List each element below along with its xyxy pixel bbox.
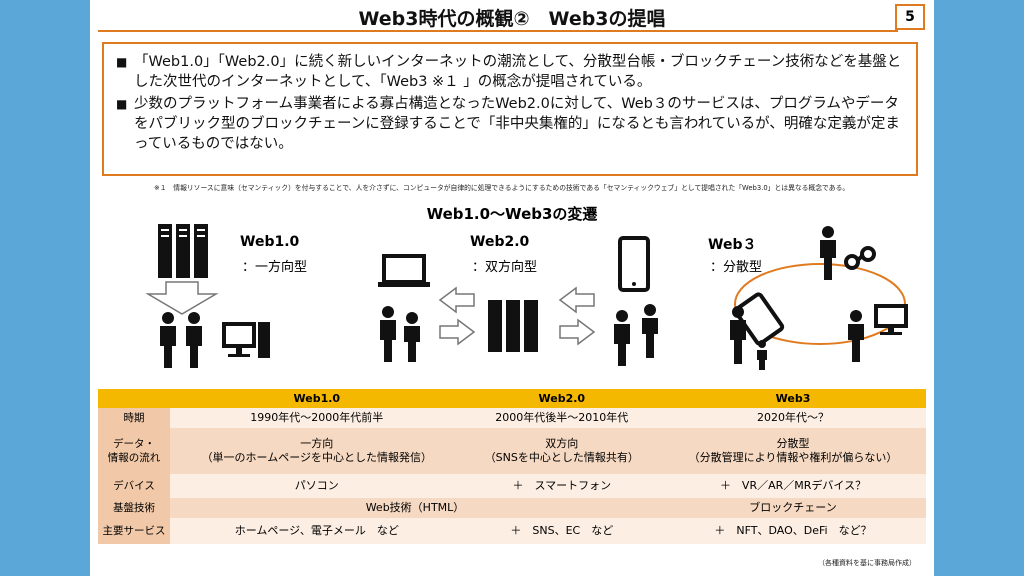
footnote: ※１ 情報リソースに意味（セマンティック）を付与することで、人を介さずに、コンピ… bbox=[154, 184, 850, 192]
table-cell: ＋ スマートフォン bbox=[463, 474, 661, 498]
web1-desc: ：一方向型 bbox=[242, 260, 308, 275]
table-cell: 双方向（SNSを中心とした情報共有） bbox=[463, 428, 661, 474]
cell-main: 分散型 bbox=[776, 437, 810, 450]
bullet-text: 少数のプラットフォーム事業者による寡占構造となったWeb2.0に対して、Web３… bbox=[134, 96, 900, 152]
diagram-graphics bbox=[145, 224, 908, 370]
table-header-cell: Web1.0 bbox=[170, 389, 464, 408]
people-icon bbox=[380, 306, 420, 362]
cell-sub: （分散管理により情報や権利が偏らない） bbox=[688, 451, 898, 464]
desktop-pc-icon bbox=[222, 322, 270, 358]
right-arrow-icon bbox=[439, 318, 476, 346]
summary-box: ■ 「Web1.0」「Web2.0」に続く新しいインターネットの潮流として、分散型… bbox=[102, 42, 918, 176]
square-bullet-icon: ■ bbox=[116, 97, 128, 111]
slide: Web3時代の概観② Web3の提唱 5 ■ 「Web1.0」「Web2.0」に続… bbox=[90, 0, 934, 576]
row-header: 主要サービス bbox=[98, 518, 170, 544]
cell-main: 双方向 bbox=[545, 437, 579, 450]
cell-main: 一方向 bbox=[300, 437, 334, 450]
row-header: 基盤技術 bbox=[98, 498, 170, 518]
person-icon bbox=[848, 310, 864, 362]
table-cell: 2020年代～？ bbox=[660, 408, 926, 428]
right-arrow-icon bbox=[559, 318, 596, 346]
row-header: 時期 bbox=[98, 408, 170, 428]
table-cell: ブロックチェーン bbox=[660, 498, 926, 518]
square-bullet-icon: ■ bbox=[116, 55, 128, 69]
comparison-table: Web1.0 Web2.0 Web3 時期 1990年代～2000年代前半 20… bbox=[98, 389, 926, 544]
web3-desc: ：分散型 bbox=[710, 260, 763, 275]
laptop-icon bbox=[378, 254, 430, 287]
evolution-diagram: Web1.0 ：一方向型 Web2.0 ：双方向型 Web３ ：分散型 bbox=[90, 220, 934, 380]
web3-label: Web３ bbox=[708, 237, 757, 253]
row-header-line: 情報の流れ bbox=[107, 452, 161, 464]
server-icon bbox=[158, 224, 208, 278]
tablet-icon bbox=[733, 292, 785, 346]
source-note: （各種資料を基に事務局作成） bbox=[818, 559, 916, 567]
cell-sub: （単一のホームページを中心とした情報発信） bbox=[201, 451, 433, 464]
person-icon bbox=[820, 226, 836, 280]
web1-label: Web1.0 bbox=[240, 234, 300, 250]
page-title: Web3時代の概観② Web3の提唱 bbox=[358, 8, 666, 30]
table-cell: 一方向（単一のホームページを中心とした情報発信） bbox=[170, 428, 464, 474]
table-cell: ホームページ、電子メール など bbox=[170, 518, 464, 544]
monitor-icon bbox=[874, 304, 908, 335]
table-cell: パソコン bbox=[170, 474, 464, 498]
bullet-1: ■ 「Web1.0」「Web2.0」に続く新しいインターネットの潮流として、分散型… bbox=[116, 52, 904, 92]
table-cell: ＋ VR／AR／MRデバイス？ bbox=[660, 474, 926, 498]
table-header-cell bbox=[98, 389, 170, 408]
bullet-text: 「Web1.0」「Web2.0」に続く新しいインターネットの潮流として、分散型台… bbox=[134, 54, 902, 90]
bullet-2: ■ 少数のプラットフォーム事業者による寡占構造となったWeb2.0に対して、Web… bbox=[116, 94, 904, 154]
table-cell: Web技術（HTML） bbox=[170, 498, 661, 518]
people-icon bbox=[730, 306, 767, 370]
down-arrow-icon bbox=[145, 281, 219, 315]
web2-label: Web2.0 bbox=[470, 234, 530, 250]
smartphone-icon bbox=[618, 236, 650, 292]
people-icon bbox=[160, 312, 202, 368]
table-cell: ＋ NFT、DAO、DeFi など？ bbox=[660, 518, 926, 544]
cell-sub: （SNSを中心とした情報共有） bbox=[484, 451, 639, 464]
server-icon bbox=[488, 300, 538, 352]
table-cell: 2000年代後半～2010年代 bbox=[463, 408, 661, 428]
page-number: 5 bbox=[895, 4, 925, 30]
web2-desc: ：双方向型 bbox=[472, 260, 538, 275]
row-header: デバイス bbox=[98, 474, 170, 498]
table-header-cell: Web3 bbox=[660, 389, 926, 408]
title-divider bbox=[98, 30, 898, 32]
table-row: デバイス パソコン ＋ スマートフォン ＋ VR／AR／MRデバイス？ bbox=[98, 474, 926, 498]
table-row: 主要サービス ホームページ、電子メール など ＋ SNS、EC など ＋ NFT… bbox=[98, 518, 926, 544]
people-icon bbox=[614, 304, 658, 366]
table-row: 時期 1990年代～2000年代前半 2000年代後半～2010年代 2020年… bbox=[98, 408, 926, 428]
row-header: データ・情報の流れ bbox=[98, 428, 170, 474]
left-arrow-icon bbox=[438, 286, 475, 314]
row-header-line: データ・ bbox=[113, 438, 155, 450]
diagram-title: Web1.0～Web3の変遷 bbox=[426, 205, 598, 223]
table-header-row: Web1.0 Web2.0 Web3 bbox=[98, 389, 926, 408]
table-cell: 1990年代～2000年代前半 bbox=[170, 408, 464, 428]
vr-glasses-icon bbox=[844, 246, 876, 270]
table-row: データ・情報の流れ 一方向（単一のホームページを中心とした情報発信） 双方向（S… bbox=[98, 428, 926, 474]
left-arrow-icon bbox=[558, 286, 595, 314]
table-cell: 分散型（分散管理により情報や権利が偏らない） bbox=[660, 428, 926, 474]
table-cell: ＋ SNS、EC など bbox=[463, 518, 661, 544]
table-row: 基盤技術 Web技術（HTML） ブロックチェーン bbox=[98, 498, 926, 518]
table-header-cell: Web2.0 bbox=[463, 389, 661, 408]
